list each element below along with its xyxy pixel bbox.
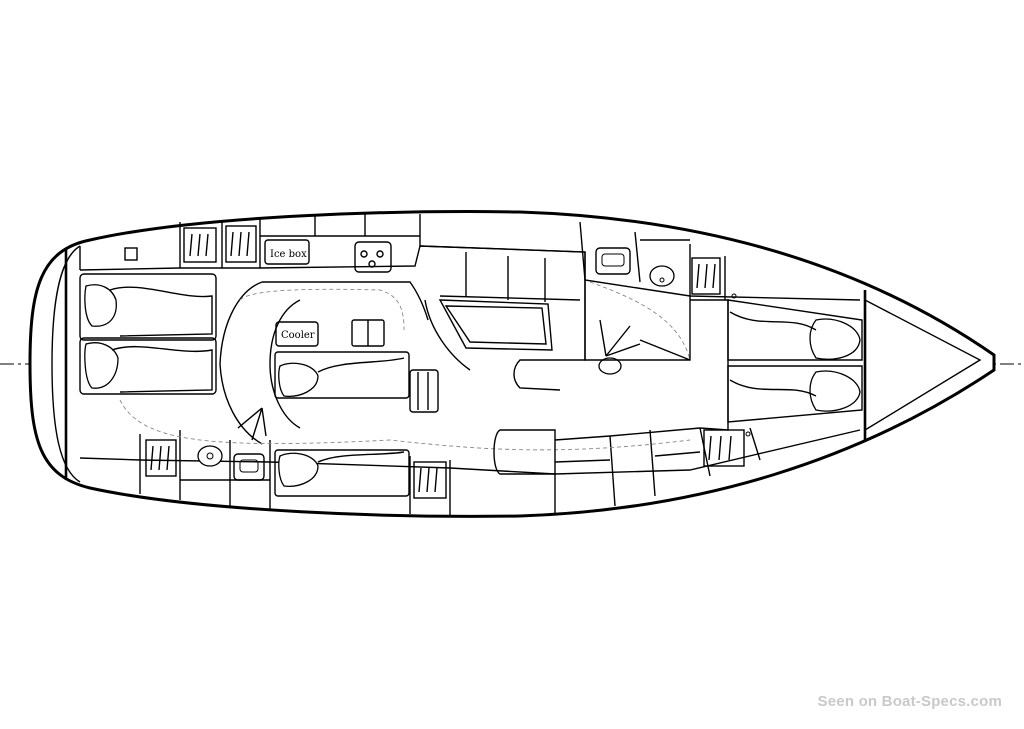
saloon-seating — [219, 281, 263, 445]
saloon-table — [438, 299, 553, 351]
vent-bottom-2 — [413, 461, 447, 499]
cooler — [275, 321, 319, 347]
top-wall-compartments — [79, 213, 726, 300]
door-swing-fwd — [599, 319, 641, 357]
bottom-wall-compartments — [139, 427, 761, 516]
dashed-outline-2 — [119, 399, 691, 451]
vent-bottom-1 — [145, 439, 177, 477]
ice-box — [264, 239, 310, 265]
ice-box-label: Ice box — [270, 249, 307, 260]
head-aft-toilet — [197, 445, 223, 467]
aft-berth-port — [79, 273, 217, 341]
galley-sink — [354, 241, 392, 273]
head-fwd-toilet — [649, 265, 675, 287]
nav-station — [493, 429, 556, 475]
nav-box — [124, 247, 138, 261]
hull-outline — [28, 210, 996, 518]
fwd-divider — [690, 299, 729, 431]
settee-center — [274, 351, 410, 399]
mast-step — [598, 357, 622, 375]
dashed-outline-3 — [589, 281, 691, 361]
vent-top-1 — [183, 227, 217, 263]
fwd-berth-port — [727, 299, 863, 361]
settee-lower — [274, 449, 410, 497]
head-aft-sink — [233, 453, 265, 481]
vent-top-2 — [225, 225, 257, 263]
pillow-lower — [278, 452, 319, 487]
fwd-cabin-panels — [584, 280, 691, 361]
cooler-label: Cooler — [281, 330, 315, 341]
saloon-u-seat — [419, 245, 586, 391]
vent-top-3 — [691, 257, 721, 295]
pillow-center — [278, 362, 319, 397]
door-swing-aft — [237, 407, 267, 441]
settee-rail — [409, 369, 439, 413]
galley-counter — [262, 281, 429, 321]
saloon-seating-inner — [269, 299, 301, 429]
bow-inner — [864, 299, 982, 431]
watermark: Seen on Boat-Specs.com — [817, 693, 1002, 710]
dashed-outline-1 — [239, 288, 405, 331]
aft-berth-starboard — [79, 337, 217, 395]
head-fwd-sink — [595, 247, 631, 275]
